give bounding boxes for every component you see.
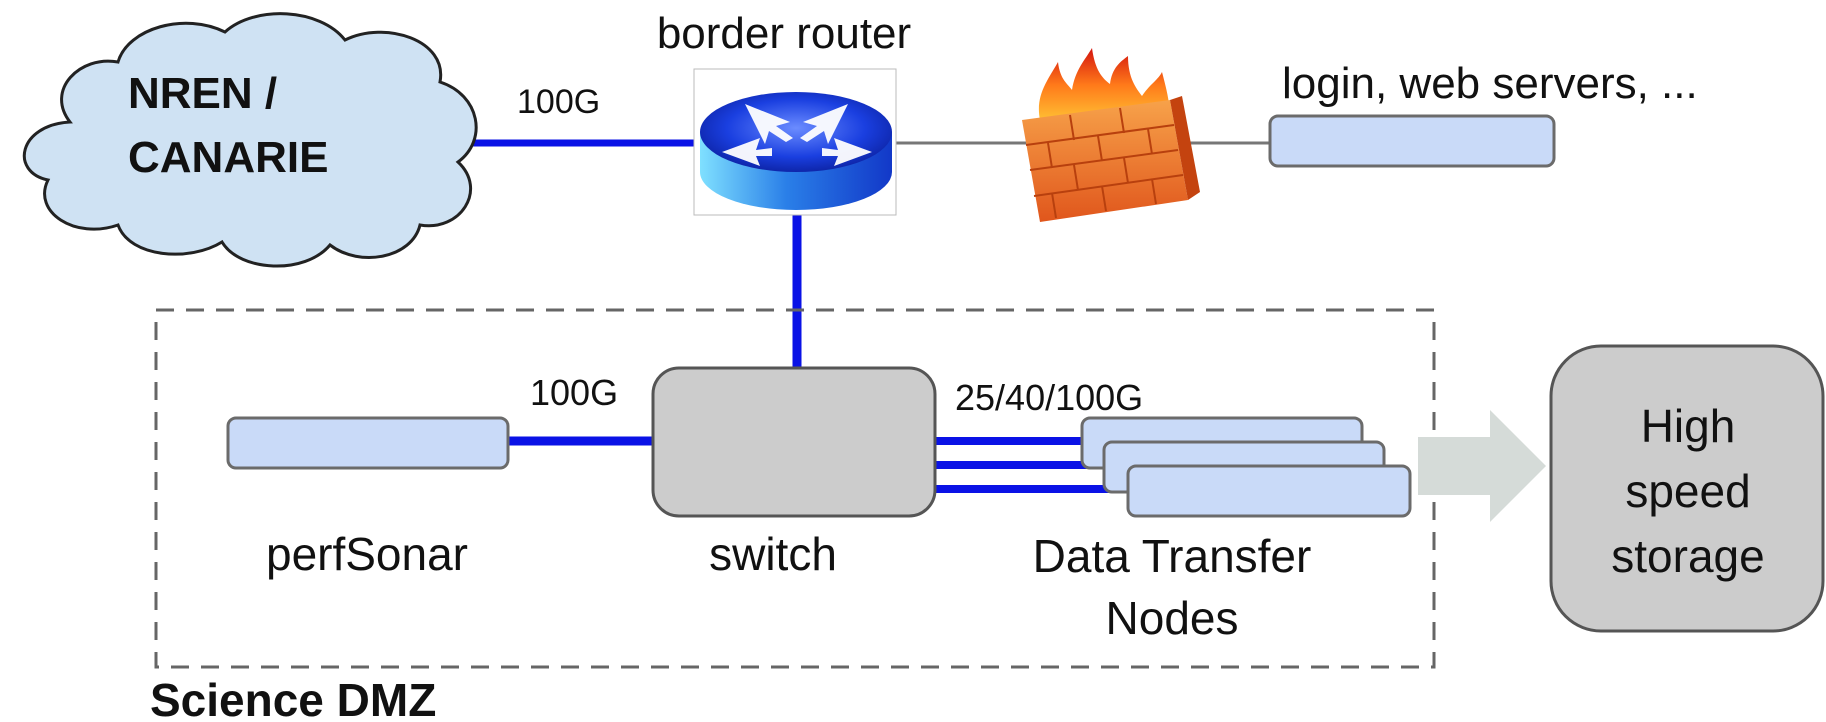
storage-box xyxy=(1549,344,1825,633)
border-router-icon xyxy=(693,68,897,216)
perfsonar-box xyxy=(226,416,510,470)
dtn-box-3 xyxy=(1126,464,1412,518)
links xyxy=(470,139,1270,493)
dtn-label-line2: Nodes xyxy=(1106,592,1239,644)
dtn-label-line1: Data Transfer xyxy=(1033,530,1312,582)
cloud-label-line1: NREN / xyxy=(128,69,277,118)
link-perfsonar-switch-label: 100G xyxy=(530,372,618,413)
firewall-icon xyxy=(1022,48,1200,222)
switch-label: switch xyxy=(709,528,837,580)
science-dmz-label: Science DMZ xyxy=(150,674,436,722)
link-cloud-router-label: 100G xyxy=(517,83,600,121)
perfsonar-label: perfSonar xyxy=(266,528,468,580)
nren-cloud: NREN / CANARIE xyxy=(22,12,478,268)
router-label: border router xyxy=(657,9,911,58)
link-switch-dtn-label: 25/40/100G xyxy=(955,377,1143,418)
storage-label-line2: speed xyxy=(1625,465,1750,517)
arrow-to-storage-icon xyxy=(1418,410,1546,522)
cloud-label-line2: CANARIE xyxy=(128,133,328,182)
servers-box xyxy=(1268,114,1556,168)
storage-label-line3: storage xyxy=(1611,530,1764,582)
servers-label: login, web servers, ... xyxy=(1282,59,1698,108)
data-transfer-nodes xyxy=(1080,416,1412,518)
switch-box xyxy=(651,366,937,518)
storage-label-line1: High xyxy=(1641,400,1736,452)
